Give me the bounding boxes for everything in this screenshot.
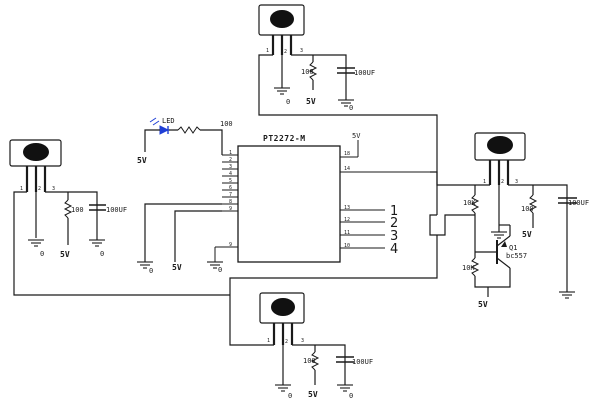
ic-pin-9: 9 bbox=[229, 206, 232, 212]
transistor-5v: 5V bbox=[478, 300, 488, 309]
output-label-1: 1 bbox=[390, 204, 398, 219]
ic-pin-d0: 13 bbox=[344, 205, 350, 211]
led-resistor bbox=[177, 126, 201, 134]
led-indicator: 100 LED 5V bbox=[137, 117, 233, 165]
ic-pin-vdd: 18 bbox=[344, 151, 350, 157]
ic-pin-8: 8 bbox=[229, 199, 232, 205]
receiver-right-pin-1: 1 bbox=[483, 179, 486, 185]
receiver-left-pin-1: 1 bbox=[20, 186, 23, 192]
receiver-bottom-ground-label: 0 bbox=[288, 392, 292, 400]
receiver-bottom-dome bbox=[271, 298, 295, 316]
receiver-bottom-cap-label: 100UF bbox=[352, 358, 373, 366]
address-ground: 0 bbox=[137, 261, 153, 275]
receiver-right-resistor-label: 100 bbox=[521, 205, 534, 213]
ic-pin-7: 7 bbox=[229, 192, 232, 198]
receiver-left-cap-ground: 0 bbox=[100, 250, 104, 258]
receiver-left-pin-2: 2 bbox=[38, 186, 41, 192]
ic-pin-2: 2 bbox=[229, 157, 232, 163]
ic-pin-5: 5 bbox=[229, 178, 232, 184]
receiver-right-5v: 5V bbox=[522, 230, 532, 239]
ic-pin-vss: 9 bbox=[229, 242, 232, 248]
led-supply-label: 5V bbox=[137, 156, 147, 165]
receiver-bottom-5v: 5V bbox=[308, 390, 318, 399]
transistor-resistor-top-label: 10K bbox=[463, 199, 476, 207]
wire-address-to-5v bbox=[174, 210, 222, 262]
ic-pin-1: 1 bbox=[229, 150, 232, 156]
ic-body bbox=[237, 145, 341, 263]
receiver-top-ground-label: 0 bbox=[286, 98, 290, 106]
transistor-part: bc557 bbox=[506, 252, 527, 260]
ic-address-pins: 1 2 3 4 5 6 7 8 9 bbox=[222, 150, 238, 212]
receiver-top-resistor-label: 100 bbox=[301, 68, 314, 76]
receiver-top-pin-1: 1 bbox=[266, 48, 269, 54]
pt2272-ic: PT2272-M 1 2 3 4 5 6 7 8 9 9 18 bbox=[222, 132, 430, 263]
ic-pin-d2: 11 bbox=[344, 230, 350, 236]
receiver-right-dome bbox=[487, 136, 513, 154]
receiver-left-ground-label: 0 bbox=[40, 250, 44, 258]
transistor-stage: 10K Q1 bc557 10K 5V bbox=[429, 185, 527, 309]
receiver-right-cap-label: 100UF bbox=[568, 199, 589, 207]
output-label-3: 3 bbox=[390, 229, 398, 244]
receiver-left-cap-label: 100UF bbox=[106, 206, 127, 214]
receiver-left-5v: 5V bbox=[60, 250, 70, 259]
ic-pin-d3: 10 bbox=[344, 243, 350, 249]
receiver-left-dome bbox=[23, 143, 49, 161]
led-label: LED bbox=[162, 117, 175, 125]
receiver-bottom: 1 2 3 0 100 5V 100UF 0 bbox=[229, 235, 438, 400]
receiver-top: 1 2 3 0 100 5V 100UF 0 bbox=[258, 4, 438, 215]
ic-vss-ground: 0 bbox=[207, 246, 223, 274]
ground-label: 0 bbox=[149, 267, 153, 275]
receiver-bottom-resistor-label: 100 bbox=[303, 357, 316, 365]
output-label-2: 2 bbox=[390, 216, 398, 231]
receiver-bottom-cap-ground: 0 bbox=[349, 392, 353, 400]
receiver-bottom-pin-3: 3 bbox=[301, 338, 304, 344]
transistor-resistor-top bbox=[470, 194, 480, 214]
led-resistor-label: 100 bbox=[220, 120, 233, 128]
ground-label: 0 bbox=[218, 266, 222, 274]
receiver-top-pin-3: 3 bbox=[300, 48, 303, 54]
receiver-bottom-pin-1: 1 bbox=[267, 338, 270, 344]
transistor-ref: Q1 bbox=[509, 244, 517, 252]
receiver-left: 1 2 3 0 100 5V 100UF 0 bbox=[9, 139, 230, 296]
led-diode bbox=[159, 125, 170, 135]
wire-address-to-ground bbox=[144, 203, 222, 262]
ic-pin-3: 3 bbox=[229, 164, 232, 170]
wire-led-to-5v bbox=[144, 129, 160, 152]
ic-vdd-5v: 5V bbox=[352, 132, 361, 140]
receiver-bottom-resistor bbox=[310, 351, 320, 371]
ic-pin-din: 14 bbox=[344, 166, 350, 172]
receiver-left-resistor-label: 100 bbox=[71, 206, 84, 214]
output-label-4: 4 bbox=[390, 242, 398, 257]
receiver-right-resistor bbox=[528, 194, 538, 214]
transistor-resistor-bottom bbox=[470, 257, 480, 277]
receiver-top-pin-2: 2 bbox=[284, 49, 287, 55]
ic-pin-6: 6 bbox=[229, 185, 232, 191]
receiver-right-pin-3: 3 bbox=[515, 179, 518, 185]
receiver-right: 1 2 3 100 5V 100UF bbox=[430, 132, 589, 299]
transistor-resistor-bottom-label: 10K bbox=[462, 264, 475, 272]
receiver-left-pin-3: 3 bbox=[52, 186, 55, 192]
ic-pin-4: 4 bbox=[229, 171, 232, 177]
receiver-right-pin-2: 2 bbox=[501, 179, 504, 185]
ic-data-outputs: 13 12 11 10 1 2 3 4 bbox=[340, 204, 398, 257]
receiver-top-cap-label: 100UF bbox=[354, 69, 375, 77]
receiver-top-dome bbox=[270, 10, 294, 28]
receiver-top-cap-ground: 0 bbox=[349, 104, 353, 112]
receiver-top-5v: 5V bbox=[306, 97, 316, 106]
receiver-top-resistor bbox=[308, 61, 318, 81]
wire-led bbox=[200, 129, 223, 155]
ic-pin-d1: 12 bbox=[344, 217, 350, 223]
receiver-left-resistor bbox=[63, 199, 73, 219]
receiver-bottom-pin-2: 2 bbox=[285, 339, 288, 345]
supply-5v-label: 5V bbox=[172, 263, 182, 272]
ic-name: PT2272-M bbox=[263, 134, 306, 143]
